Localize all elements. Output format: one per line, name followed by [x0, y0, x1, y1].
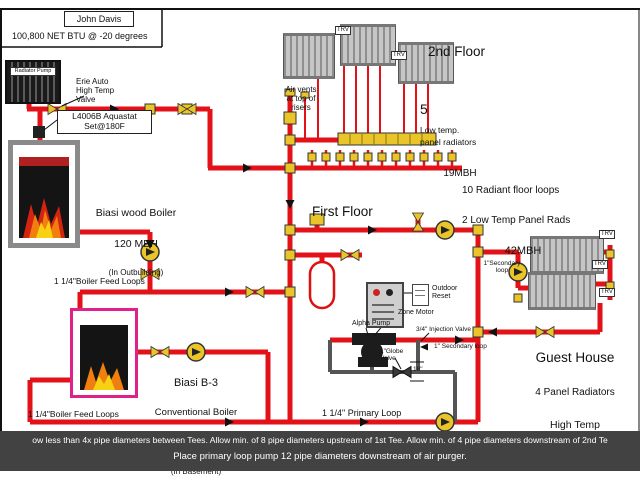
- radiant-line1: 10 Radiant floor loops: [462, 185, 560, 197]
- feed-loops-upper-label: 1 1/4"Boiler Feed Loops: [54, 276, 145, 286]
- globe-valve-label: 1"Globe Valve: [380, 348, 404, 363]
- gh-secondary-loop-label: 1"Secondary loop: [483, 260, 521, 275]
- box-line: [415, 295, 425, 296]
- second-floor-title: 2nd Floor: [428, 44, 486, 59]
- outdoor-reset-box: [412, 284, 429, 306]
- notes-band: ow less than 4x pipe diameters between T…: [0, 431, 640, 471]
- panel-line: [372, 318, 394, 320]
- trv-tag: TRV: [599, 288, 615, 297]
- flame-icon: [84, 362, 124, 390]
- oil-boiler: [70, 308, 138, 398]
- wood-boiler-label: Biasi wood Boiler 120 MBH (In Outbuildin…: [84, 189, 188, 296]
- drawing-frame: [0, 8, 640, 431]
- oil-boiler-type: Conventional Boiler: [154, 407, 238, 419]
- wood-boiler-location: (In Outbuilding): [108, 268, 164, 278]
- radiator-2f-1: [283, 33, 335, 79]
- aquastat-label: L4006B Aquastat Set@180F: [57, 110, 152, 134]
- panel-line: [372, 311, 394, 313]
- panel-line: [372, 304, 394, 306]
- flow-arrows: [110, 104, 497, 427]
- dim-18-label: 18": [413, 366, 423, 373]
- oil-boiler-firebox: [80, 325, 128, 390]
- secondary-loop-label: 1" Secondary loop: [434, 343, 487, 350]
- note-line-1: ow less than 4x pipe diameters between T…: [32, 435, 608, 445]
- alpha-pump-label: Alpha Pump: [352, 320, 391, 327]
- box-line: [415, 290, 425, 291]
- primary-loop-label: 1 1/4" Primary Loop: [322, 408, 402, 418]
- guest-house-title: Guest House: [535, 350, 615, 366]
- radiant-mbh: 42MBH: [504, 245, 542, 258]
- radiant-line2: 2 Low Temp Panel Rads: [462, 215, 571, 227]
- control-panel: [366, 282, 404, 328]
- injection-valve-label: 3/4" Injection Valve: [416, 326, 471, 333]
- air-vents-label: Air vents at top of risers: [285, 85, 317, 113]
- radiator-2f-2: [340, 24, 396, 66]
- flame-icon: [23, 198, 65, 238]
- radiator-pump-label: Radiator Pump: [10, 67, 56, 76]
- wood-boiler-firebox: [19, 157, 69, 238]
- feed-loops-lower-label: 1 1/4"Boiler Feed Loops: [28, 409, 119, 419]
- radiator-gh-2: [528, 272, 596, 310]
- radiator-pump: Radiator Pump: [5, 60, 61, 104]
- wood-boiler-name: Biasi wood Boiler: [95, 207, 177, 220]
- aquastat-icon: [33, 126, 45, 138]
- panel-count: 5: [420, 101, 428, 118]
- outdoor-reset-label: Outdoor Reset: [432, 285, 458, 301]
- trv-tag: TRV: [592, 260, 608, 269]
- oil-boiler-name: Biasi B-3: [173, 377, 219, 390]
- wood-boiler: [8, 140, 80, 248]
- trv-tag: TRV: [335, 26, 351, 35]
- firebrick: [19, 157, 69, 166]
- owner-name: John Davis: [64, 11, 134, 28]
- wood-boiler-capacity: 120 MBH: [114, 237, 158, 250]
- oil-boiler-location: (In Basement): [170, 467, 222, 477]
- radiant-loops-label: 10 Radiant floor loops 2 Low Temp Panel …: [462, 167, 584, 276]
- panel-radiators-label: 5 Low temp. panel radiators 19MBH: [420, 83, 500, 198]
- second-floor-manifold: [337, 132, 437, 146]
- note-line-2: Place primary loop pump 12 pipe diameter…: [173, 451, 467, 462]
- expansion-tank: [308, 260, 336, 310]
- btu-rating: 100,800 NET BTU @ -20 degrees: [12, 31, 148, 41]
- guest-house-line1: 4 Panel Radiators: [535, 387, 615, 399]
- control-knob: [386, 289, 393, 296]
- first-floor-title: First Floor: [312, 204, 373, 219]
- panel-line1: Low temp.: [420, 124, 460, 135]
- panel-line2: panel radiators: [420, 137, 477, 148]
- radiator-2f-3: [398, 42, 454, 84]
- trv-tag: TRV: [391, 51, 407, 60]
- globe-valve-icon: [392, 366, 412, 378]
- zone-motor-label: Zone Motor: [398, 309, 434, 316]
- indicator-light: [373, 289, 380, 296]
- panel-mbh: 19MBH: [443, 168, 477, 180]
- second-floor-risers: [304, 62, 429, 140]
- erie-valve-label: Erie Auto High Temp Valve: [76, 77, 115, 105]
- guest-house-line2: High Temp: [550, 419, 600, 432]
- trv-tag: TRV: [599, 230, 615, 239]
- alpha-pump-icon: [352, 333, 396, 367]
